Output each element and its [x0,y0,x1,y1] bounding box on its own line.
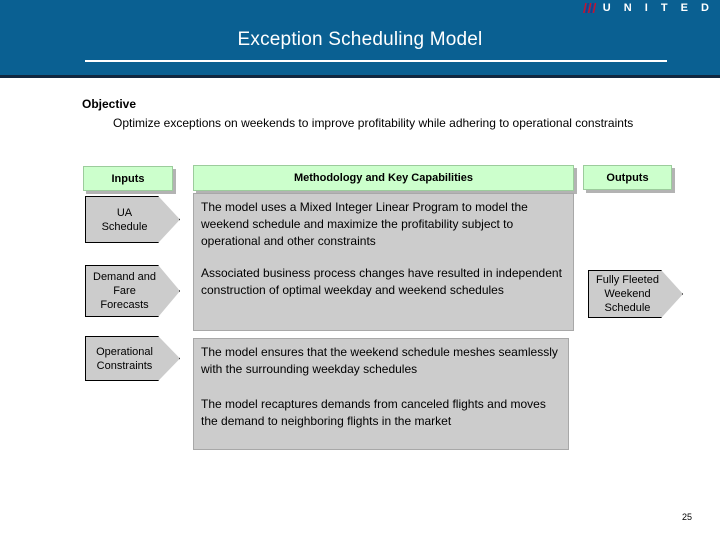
methodology-panel-top [193,193,574,331]
title-underline-rule [85,60,667,62]
united-brand-lockup: U N I T E D [582,1,714,15]
united-tulip-icon [582,3,596,13]
objective-text: Optimize exceptions on weekends to impro… [113,116,634,130]
methodology-paragraph-2: Associated business process changes have… [201,266,562,297]
page-title: Exception Scheduling Model [237,29,483,50]
methodology-panel-bottom [193,338,569,450]
column-header-outputs: Outputs [583,165,672,190]
united-wordmark: U N I T E D [602,2,714,14]
objective-label: Objective [82,97,137,111]
column-header-inputs: Inputs [83,166,173,191]
column-header-methodology: Methodology and Key Capabilities [193,165,574,191]
page-number: 25 [681,512,692,522]
methodology-paragraph-3: The model ensures that the weekend sched… [201,345,558,376]
title-banner: U N I T E D Exception Scheduling Model [0,0,720,78]
methodology-paragraph-1: The model uses a Mixed Integer Linear Pr… [201,200,528,248]
methodology-paragraph-4: The model recaptures demands from cancel… [201,397,546,428]
